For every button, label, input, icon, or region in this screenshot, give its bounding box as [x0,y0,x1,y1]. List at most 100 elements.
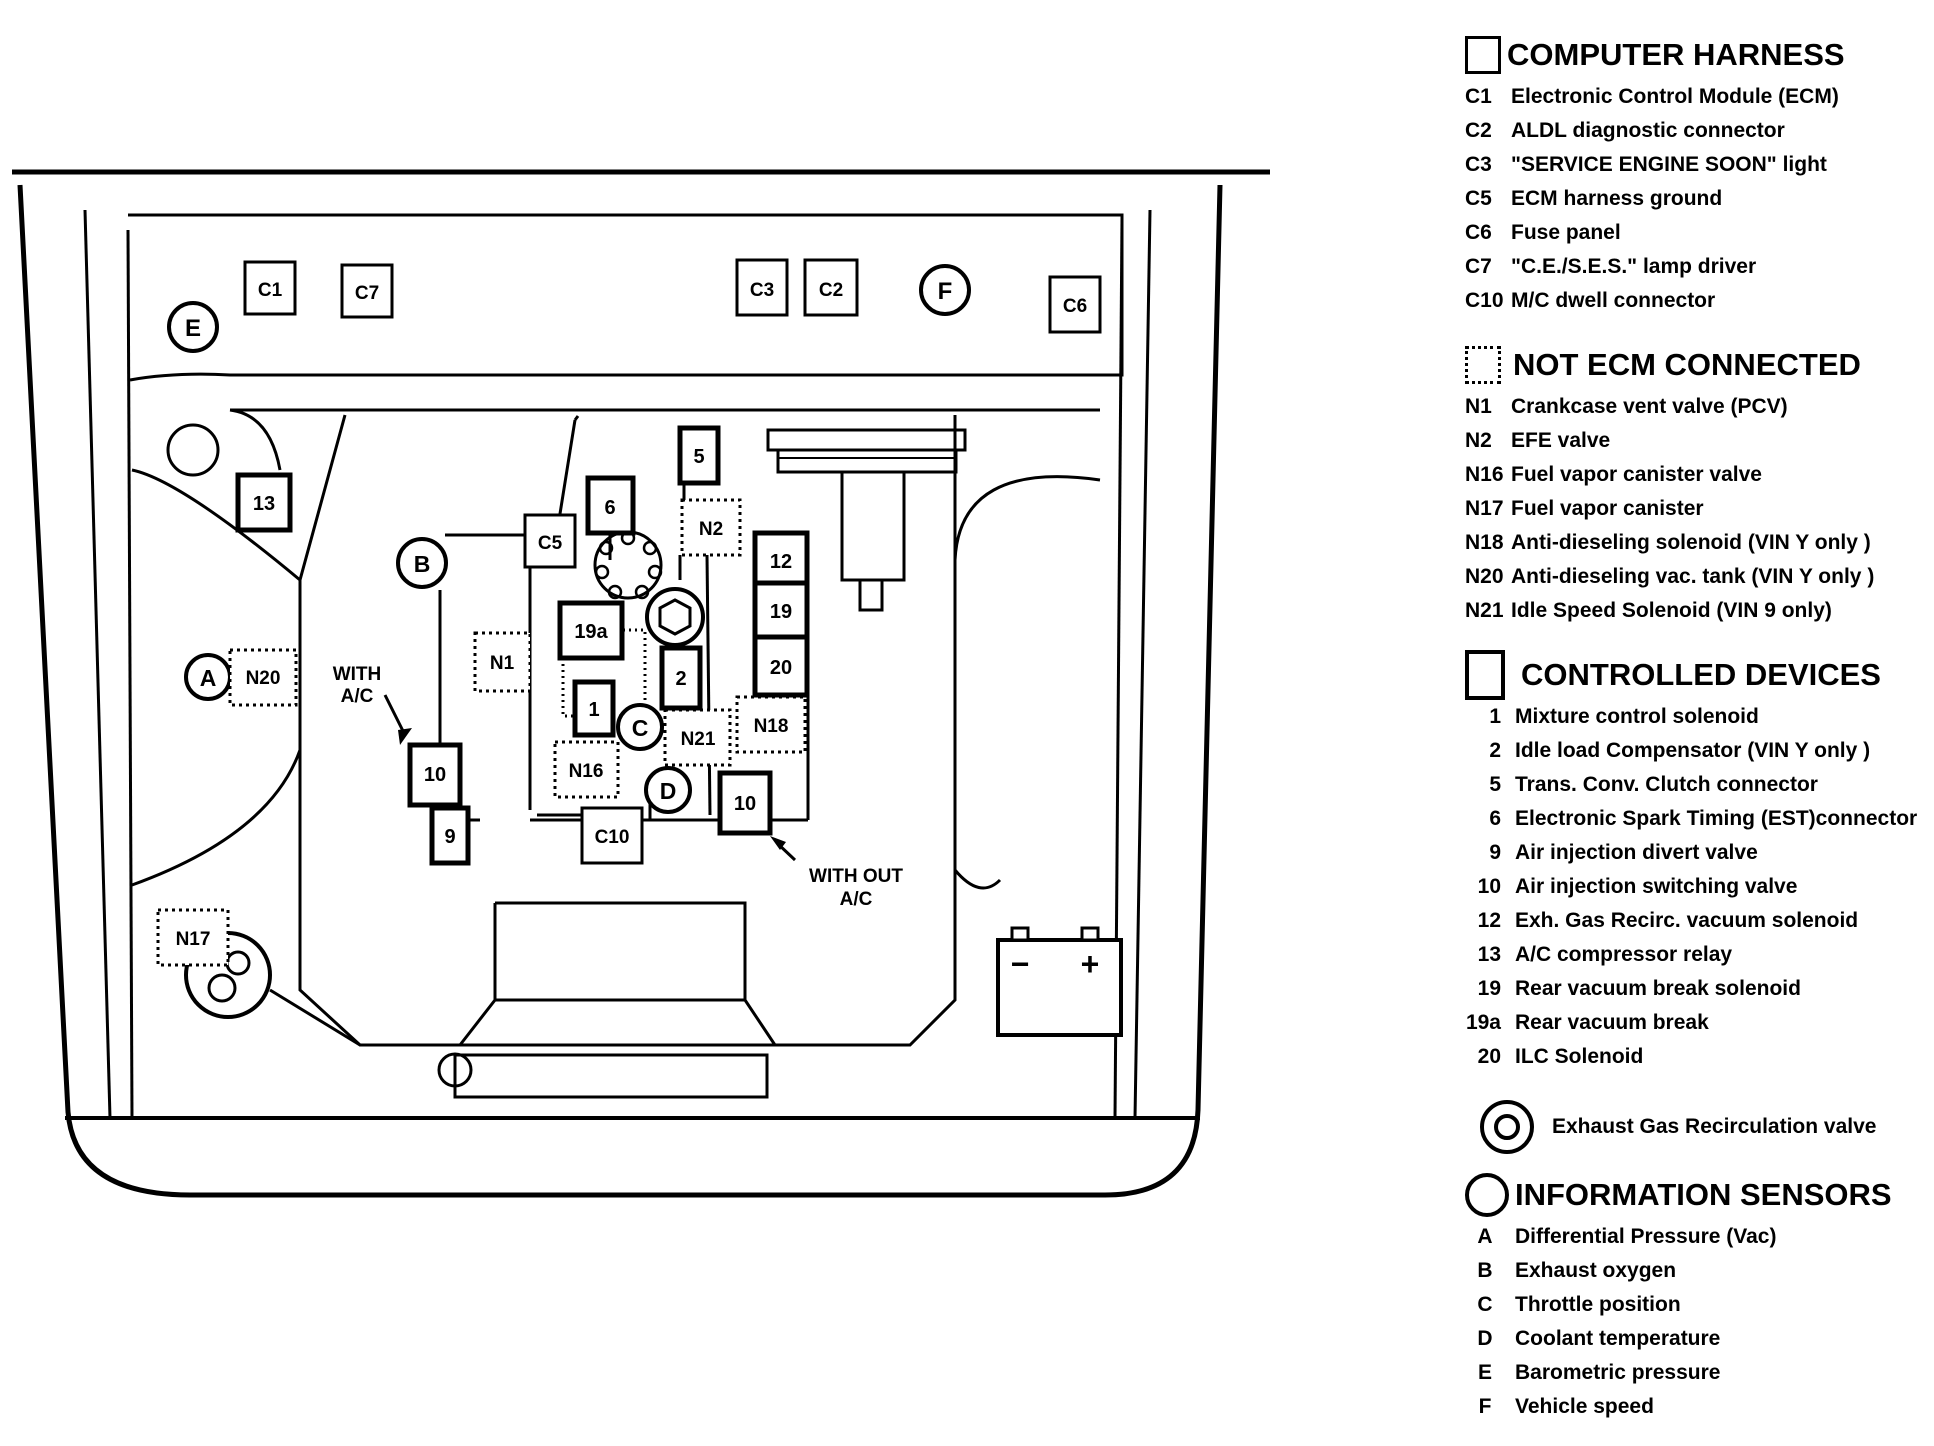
n20-box: N20 [228,648,298,707]
legend-item-text: Idle load Compensator (VIN Y only ) [1515,739,1871,762]
legend-not-ecm-title: NOT ECM CONNECTED [1513,347,1861,382]
left-lower-well [131,749,302,887]
svg-text:N16: N16 [569,761,604,782]
legend-item-text: Air injection divert valve [1515,841,1758,864]
legend-egr-label: Exhaust Gas Recirculation valve [1552,1115,1877,1138]
legend-item-text: EFE valve [1511,429,1611,452]
without-ac-arrow [770,836,797,862]
dotted-box-icon [1465,346,1501,384]
device-10-without-ac-box: 10 [717,770,773,836]
device-19-box: 19 [752,580,810,641]
legend-item-code: C7 [1465,255,1492,278]
legend-item: C2 ALDL diagnostic connector [1465,114,1930,148]
device-10-with-ac-box: 10 [407,742,463,808]
left-upper-round [166,423,220,477]
svg-text:C5: C5 [538,533,563,554]
air-cleaner-lid [776,448,958,474]
legend-item-code: 19a [1465,1011,1501,1034]
body-outline [17,184,1223,1198]
legend-item-code: C [1477,1293,1493,1316]
right-fender-inner [1133,209,1152,1119]
radiator-cap [437,1052,473,1088]
legend-item-text: ILC Solenoid [1515,1045,1644,1068]
svg-text:N18: N18 [754,716,789,737]
legend-item-code: A [1477,1225,1493,1248]
legend-item-text: ECM harness ground [1511,187,1723,210]
legend-item-text: Electronic Control Module (ECM) [1511,85,1839,108]
with-ac-arrow [383,694,412,745]
left-lower-hose [269,988,361,1047]
legend-item-code: N16 [1465,463,1504,486]
sensor-a: A [184,653,232,701]
legend-item-code: 5 [1489,773,1501,796]
c7-box: C7 [340,263,394,319]
engine-bay-diagram: C1 C7 C3 C2 C6 C5 C10 E F A B C D N20 N1… [12,169,1270,1198]
legend-item-text: Barometric pressure [1515,1361,1721,1384]
legend-item-text: Throttle position [1515,1293,1681,1316]
legend-item-code: 1 [1489,705,1501,728]
legend-item: N21 Idle Speed Solenoid (VIN 9 only) [1465,594,1930,628]
svg-text:1: 1 [588,699,599,721]
legend-sensors-title: INFORMATION SENSORS [1515,1177,1892,1212]
svg-text:A: A [200,665,217,691]
legend-item-text: ALDL diagnostic connector [1511,119,1785,142]
legend-item-text: Rear vacuum break solenoid [1515,977,1801,1000]
legend-item-text: Anti-dieseling vac. tank (VIN Y only ) [1511,565,1875,588]
svg-text:12: 12 [770,551,792,573]
legend-item-code: N21 [1465,599,1504,622]
legend-item-code: D [1477,1327,1493,1350]
svg-text:N1: N1 [490,653,515,674]
legend-item-code: N20 [1465,565,1504,588]
svg-text:N21: N21 [681,729,716,750]
device-5-box: 5 [677,425,721,486]
svg-text:N20: N20 [246,668,281,689]
legend-item-text: M/C dwell connector [1511,289,1716,312]
legend-item-text: Trans. Conv. Clutch connector [1515,773,1818,796]
c1-box: C1 [243,260,297,316]
legend-item-code: 12 [1477,909,1501,932]
svg-text:E: E [185,315,201,342]
svg-text:6: 6 [604,497,615,519]
legend-item-code: N1 [1465,395,1492,418]
legend-item-code: C5 [1465,187,1492,210]
legend-item-code: C2 [1465,119,1492,142]
device-19a-box: 19a [557,600,625,661]
legend-item-code: N18 [1465,531,1504,554]
svg-text:C3: C3 [750,280,774,301]
device-2-box: 2 [659,645,703,711]
legend-item-text: "SERVICE ENGINE SOON" light [1511,153,1827,176]
legend-item-text: Idle Speed Solenoid (VIN 9 only) [1511,599,1832,622]
left-lower-inner2 [225,950,251,976]
legend-item-text: Differential Pressure (Vac) [1515,1225,1777,1248]
legend-item-code: C3 [1465,153,1492,176]
svg-text:13: 13 [253,493,275,515]
svg-text:D: D [660,778,677,804]
device-9-box: 9 [429,805,471,866]
radiator [458,901,777,1046]
distributor [593,530,663,600]
legend-item: C7"C.E./S.E.S." lamp driver [1465,250,1930,284]
without-ac-label-line1: WITH OUT [809,866,903,887]
n16-box: N16 [553,740,620,799]
svg-text:C2: C2 [819,280,843,301]
svg-text:C6: C6 [1063,296,1087,317]
svg-text:+: + [1081,946,1100,982]
egr-valve-inner-icon [1494,1114,1520,1140]
